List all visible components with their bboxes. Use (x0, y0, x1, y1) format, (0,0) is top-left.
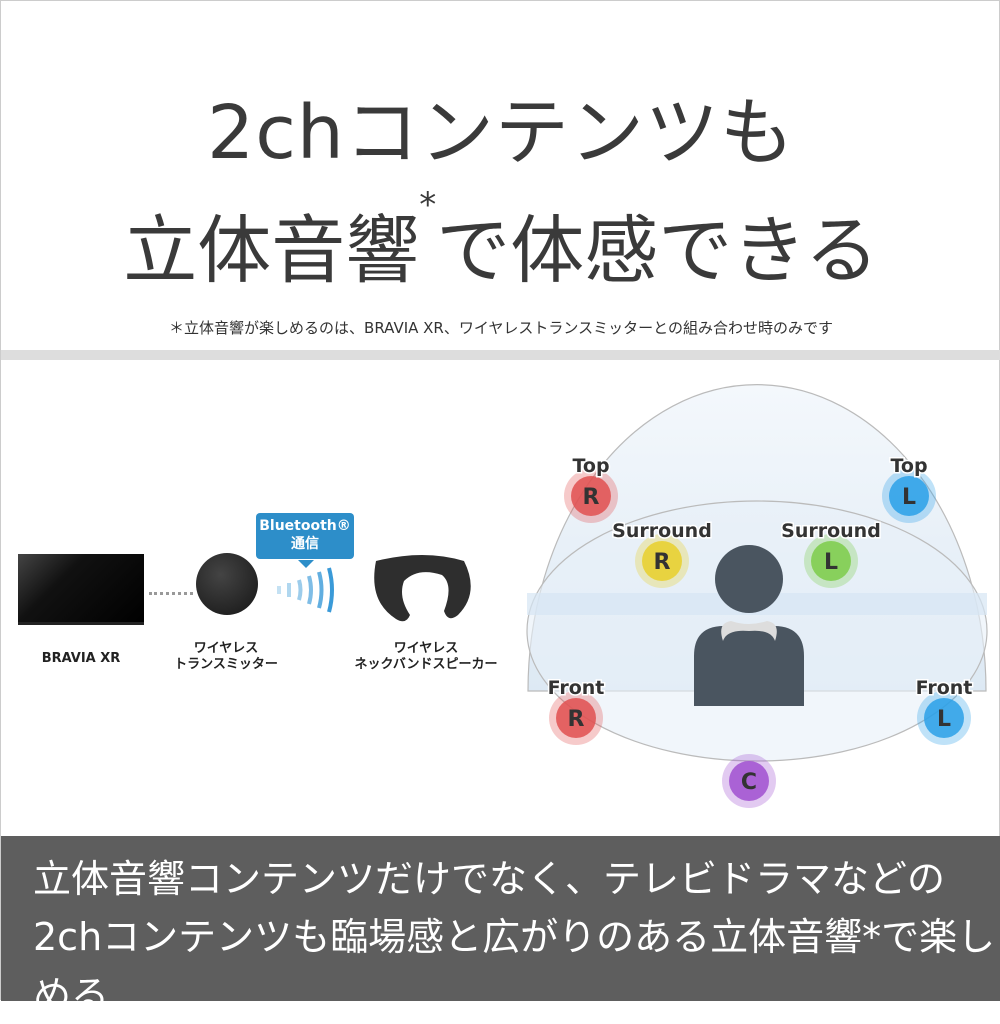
headline-b: で体感できる (436, 208, 879, 294)
speaker-center-c: C (722, 754, 776, 808)
speaker-top-r: R Top (564, 454, 618, 523)
speaker-letter: L (902, 485, 916, 510)
tv-label: BRAVIA XR (41, 651, 121, 666)
speaker-letter: L (824, 550, 838, 575)
speaker-surround-l: L Surround (780, 519, 882, 588)
speaker-name: Surround (781, 520, 881, 542)
banner-line1: 立体音響コンテンツだけでなく、テレビドラマなどの (33, 857, 946, 901)
speaker-label-1: ワイヤレス (393, 641, 459, 656)
speaker-letter: R (583, 485, 600, 510)
bluetooth-sub: 通信 (291, 536, 319, 552)
speaker-letter: R (654, 550, 671, 575)
neckband-speaker-image (374, 555, 471, 622)
speaker-front-l: L Front (914, 676, 974, 745)
listener-head (715, 545, 783, 613)
asterisk: * (419, 185, 437, 225)
neckband-on-listener (721, 621, 777, 641)
transmitter-label: ワイヤレストランスミッター (161, 641, 291, 673)
bluetooth-callout: Bluetooth® 通信 (256, 513, 354, 568)
speaker-top-l: L Top (882, 454, 936, 523)
divider (1, 350, 1000, 360)
transmitter-image (196, 553, 258, 615)
speaker-name: Front (916, 677, 973, 699)
speaker-front-r: R Front (546, 676, 606, 745)
speaker-letter: R (568, 707, 585, 732)
footnote: ＊立体音響が楽しめるのは、BRAVIA XR、ワイヤレストランスミッターとの組み… (169, 319, 833, 337)
speaker-name: Surround (612, 520, 712, 542)
banner-line2: 2chコンテンツも臨場感と広がりのある立体音響*で楽しめる (33, 915, 996, 1017)
transmitter-label-1: ワイヤレス (193, 641, 259, 656)
speaker-name: Top (572, 455, 609, 477)
headline-a: 立体音響 (123, 208, 420, 294)
tv-image (18, 554, 144, 625)
bottom-banner: 立体音響コンテンツだけでなく、テレビドラマなどの 2chコンテンツも臨場感と広がり… (1, 836, 1000, 1017)
speaker-label-2: ネックバンドスピーカー (354, 657, 498, 672)
speaker-label: ワイヤレスネックバンドスピーカー (341, 641, 511, 673)
bluetooth-label: Bluetooth® (259, 518, 351, 534)
speaker-surround-r: R Surround (611, 519, 713, 588)
transmitter-label-2: トランスミッター (174, 657, 278, 672)
speaker-name: Front (548, 677, 605, 699)
headline-line1: 2chコンテンツも (207, 90, 795, 176)
connection-dots (149, 592, 193, 595)
listener-body (694, 626, 804, 706)
speaker-name: Top (890, 455, 927, 477)
wireless-waves-icon (277, 567, 334, 613)
speaker-letter: C (741, 770, 757, 795)
headline-line2: 立体音響*で体感できる (1, 185, 1000, 298)
speaker-letter: L (937, 707, 951, 732)
